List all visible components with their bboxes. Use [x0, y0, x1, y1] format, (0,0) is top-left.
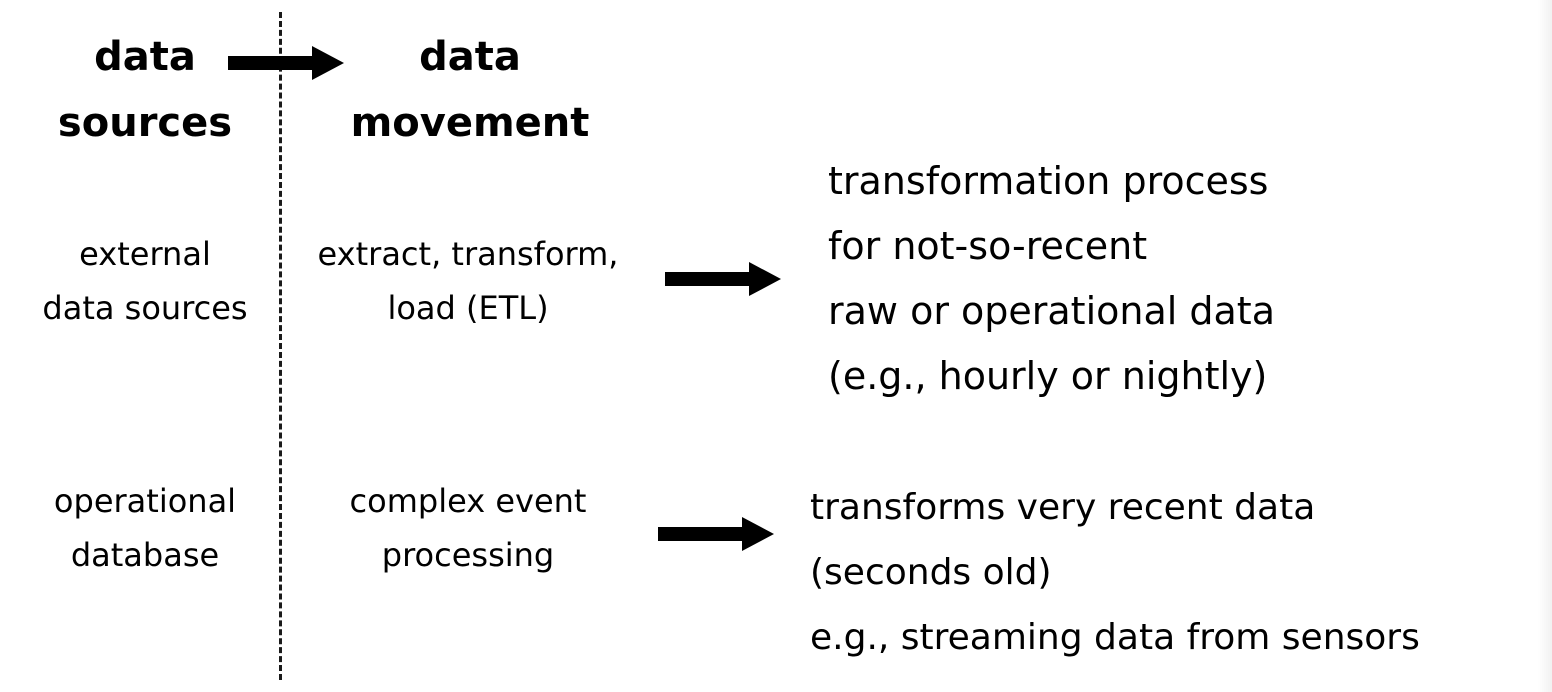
row-1-description-line-1: transformation process — [828, 159, 1269, 203]
dashed-divider — [279, 12, 282, 680]
header-movement-line-1: data — [419, 34, 521, 80]
row-2-arrow-icon — [658, 517, 774, 551]
row-1-description-line-2: for not-so-recent — [828, 224, 1148, 268]
row-1-source-line-1: external — [79, 235, 211, 273]
header-data-movement: data movement — [330, 24, 610, 156]
row-2-movement-line-1: complex event — [349, 482, 587, 520]
row-1-movement-line-1: extract, transform, — [317, 235, 619, 273]
row-2-movement: complex event processing — [290, 474, 646, 582]
header-movement-line-2: movement — [350, 100, 590, 146]
row-1-description-line-4: (e.g., hourly or nightly) — [828, 354, 1268, 398]
row-1-movement-line-2: load (ETL) — [387, 289, 549, 327]
row-2-description-line-3: e.g., streaming data from sensors — [810, 617, 1420, 658]
row-1-movement: extract, transform, load (ETL) — [290, 227, 646, 335]
row-1-source: external data sources — [10, 227, 280, 335]
row-2-source: operational database — [10, 474, 280, 582]
row-1-description: transformation process for not-so-recent… — [828, 149, 1275, 409]
row-1-description-line-3: raw or operational data — [828, 289, 1275, 333]
row-2-movement-line-2: processing — [381, 536, 555, 574]
header-arrow-icon — [228, 46, 344, 80]
row-2-source-line-2: database — [70, 536, 220, 574]
row-2-description-line-2: (seconds old) — [810, 552, 1052, 593]
page-edge-shade — [1538, 0, 1552, 692]
header-sources-line-1: data — [94, 34, 196, 80]
header-data-sources: data sources — [30, 24, 260, 156]
header-sources-line-2: sources — [57, 100, 233, 146]
row-1-source-line-2: data sources — [42, 289, 248, 327]
row-1-arrow-icon — [665, 262, 781, 296]
row-2-description-line-1: transforms very recent data — [810, 487, 1316, 528]
row-2-description: transforms very recent data (seconds old… — [810, 475, 1420, 670]
row-2-source-line-1: operational — [53, 482, 237, 520]
